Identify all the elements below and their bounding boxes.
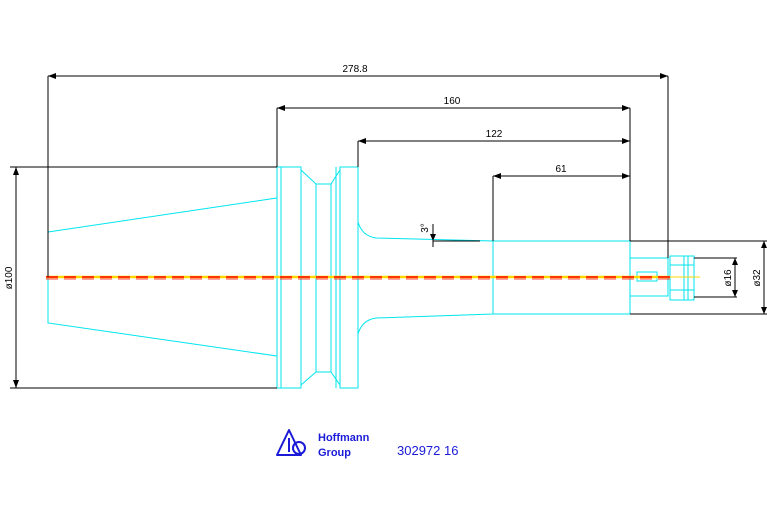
center-axis (46, 275, 670, 280)
dim-overall-length: 278.8 (342, 64, 367, 75)
dimension-arrows (13, 73, 767, 388)
dim-length-122: 122 (486, 129, 503, 140)
dim-length-61: 61 (555, 164, 567, 175)
hoffmann-group-logo: Hoffmann Group (276, 429, 370, 459)
dim-diameter-32: ø32 (752, 269, 763, 287)
logo-line-1: Hoffmann (318, 432, 370, 444)
part-number: 302972 16 (397, 443, 458, 458)
dim-diameter-16: ø16 (723, 269, 734, 287)
logo-line-2: Group (318, 447, 351, 459)
dimension-lines (10, 75, 767, 389)
logo-icon (276, 429, 306, 456)
collet-nut (669, 255, 695, 301)
dim-diameter-100: ø100 (4, 266, 15, 289)
dim-length-160: 160 (444, 96, 461, 107)
dim-angle: 3° (420, 223, 431, 233)
v-groove (300, 169, 341, 185)
